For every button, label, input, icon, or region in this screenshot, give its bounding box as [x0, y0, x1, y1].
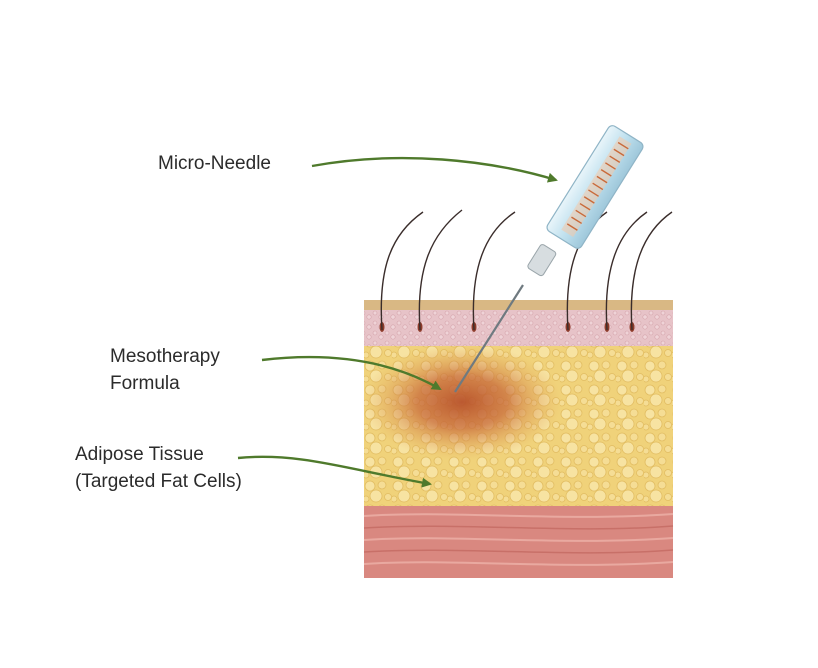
label-adipose-line1: Adipose Tissue	[75, 444, 204, 465]
label-mesotherapy-line1: Mesotherapy	[110, 346, 220, 367]
syringe	[454, 125, 644, 393]
label-adipose-line2: (Targeted Fat Cells)	[75, 471, 242, 492]
arrow-mesotherapy	[261, 355, 442, 391]
skin-cross-section	[362, 300, 674, 578]
label-micro-needle: Micro-Needle	[158, 150, 271, 177]
label-adipose-tissue: Adipose Tissue (Targeted Fat Cells)	[75, 441, 242, 495]
arrow-adipose	[237, 455, 432, 488]
arrow-micro-needle	[311, 156, 558, 183]
label-mesotherapy-formula: Mesotherapy Formula	[110, 343, 220, 397]
muscle-layer	[363, 506, 674, 578]
dermis-layer	[364, 310, 673, 346]
mesotherapy-formula-spot	[362, 344, 562, 460]
epidermis-layer	[364, 300, 673, 310]
label-mesotherapy-line2: Formula	[110, 373, 180, 394]
hairs	[380, 209, 673, 331]
callout-arrows	[237, 156, 558, 488]
label-micro-needle-text: Micro-Needle	[158, 153, 271, 174]
micro-needle	[454, 284, 524, 393]
